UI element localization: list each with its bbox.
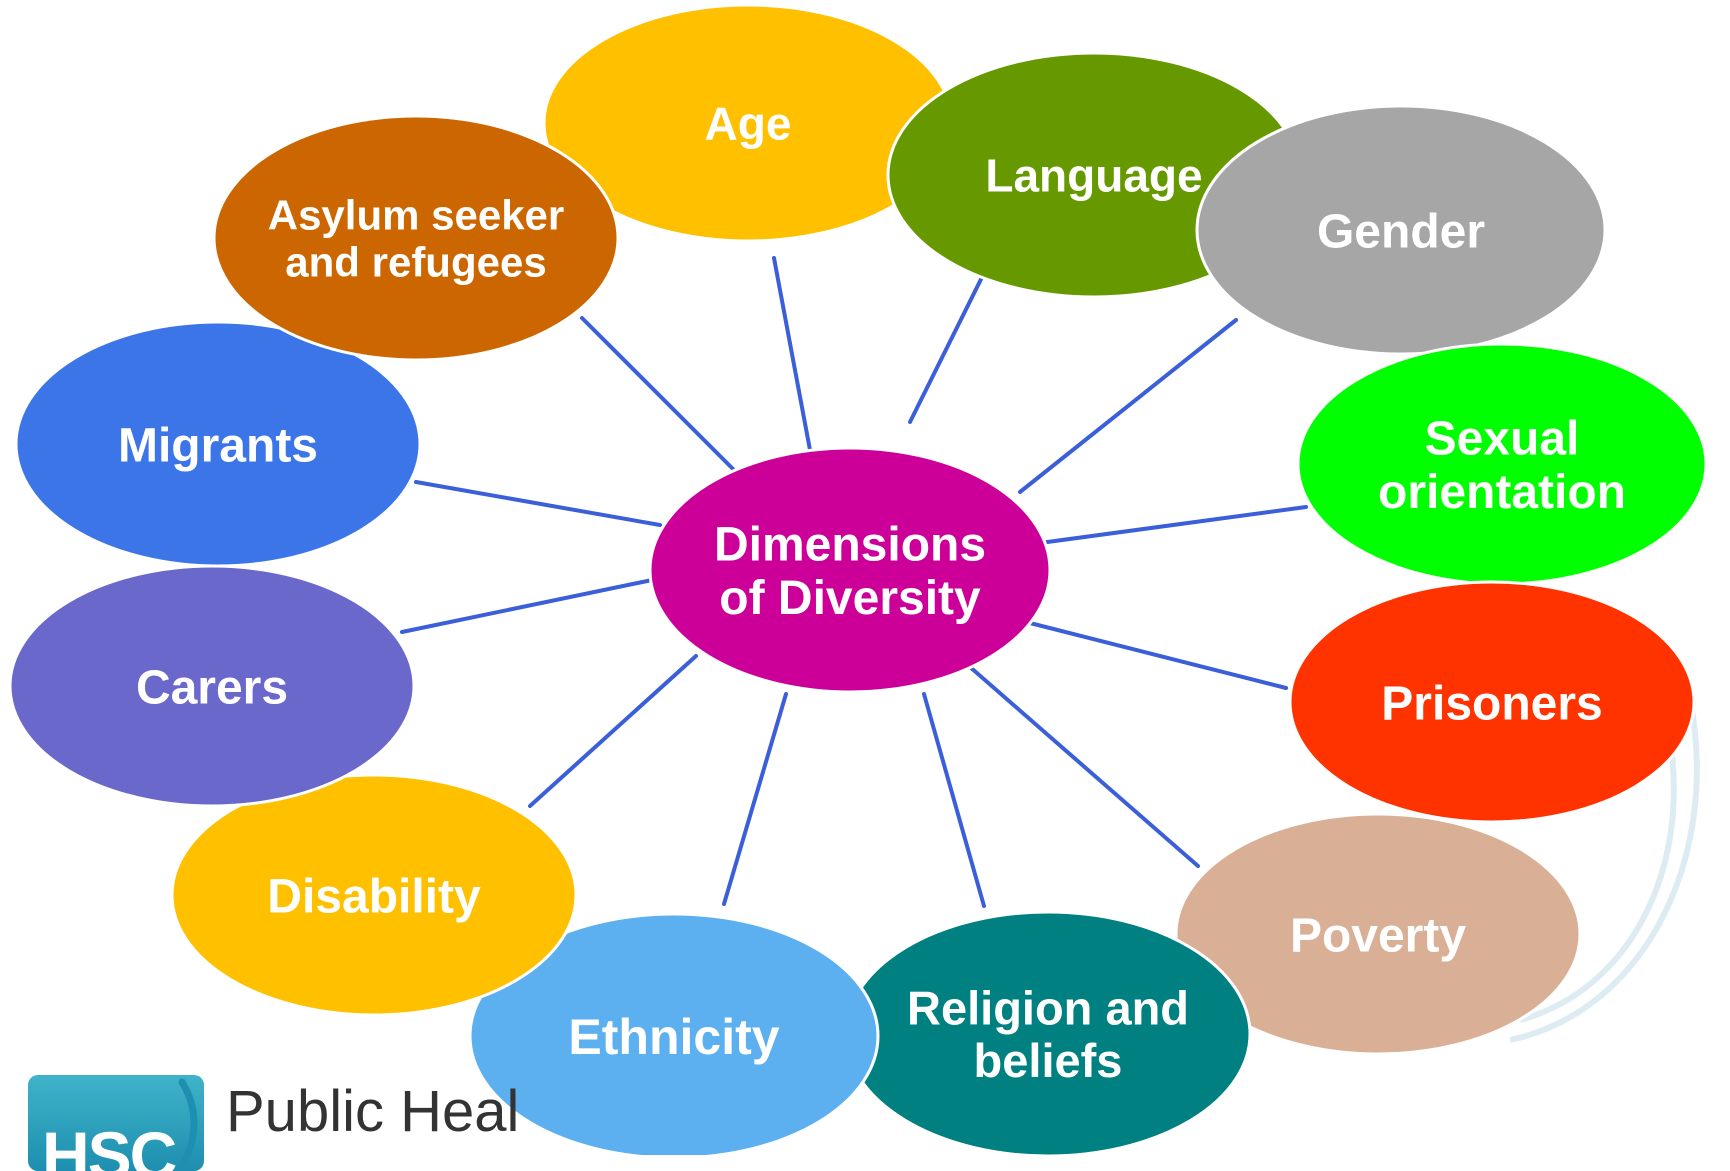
organisation-name: Public Heal <box>226 1079 520 1144</box>
center-ellipse <box>648 446 1052 694</box>
connector-disability <box>528 654 698 808</box>
node-migrants: Migrants <box>14 320 422 568</box>
node-poverty-ellipse <box>1174 812 1582 1056</box>
connector-ethnicity <box>722 692 788 906</box>
node-migrants-label: Migrants <box>118 419 318 472</box>
connector-gender <box>1018 318 1238 494</box>
connector-lines <box>400 239 1308 908</box>
node-prisoners-label: Prisoners <box>1381 677 1602 730</box>
connector-carers <box>400 578 654 634</box>
background-swoosh <box>1509 699 1700 1043</box>
node-disability-label: Disability <box>267 870 481 923</box>
node-language-label: Language <box>985 150 1202 202</box>
connector-religion <box>922 692 986 908</box>
node-disability: Disability <box>170 773 578 1017</box>
connector-migrants <box>414 480 662 527</box>
connector-prisoners <box>1024 620 1288 690</box>
node-prisoners-ellipse <box>1288 580 1696 824</box>
node-carers-label: Carers <box>136 661 288 714</box>
node-migrants-ellipse <box>14 320 422 568</box>
node-disability-ellipse <box>170 773 578 1017</box>
node-ethnicity: Ethnicity <box>468 912 880 1155</box>
connector-asylum <box>580 316 740 476</box>
node-gender-ellipse <box>1195 104 1607 356</box>
node-poverty-label: Poverty <box>1290 909 1466 962</box>
node-carers: Carers <box>8 564 416 808</box>
node-ethnicity-label: Ethnicity <box>568 1009 779 1065</box>
connector-poverty <box>960 658 1200 868</box>
node-asylum-ellipse <box>212 114 620 362</box>
hsc-logo-text: HSC <box>42 1118 177 1171</box>
node-age-label: Age <box>705 98 792 150</box>
node-prisoners: Prisoners <box>1288 580 1696 824</box>
node-poverty: Poverty <box>1174 812 1582 1056</box>
connector-age <box>772 256 812 452</box>
node-gender-label: Gender <box>1317 205 1485 258</box>
node-ethnicity-ellipse <box>468 912 880 1155</box>
connector-sexual-orientation <box>1038 505 1308 545</box>
node-gender: Gender <box>1195 104 1607 356</box>
